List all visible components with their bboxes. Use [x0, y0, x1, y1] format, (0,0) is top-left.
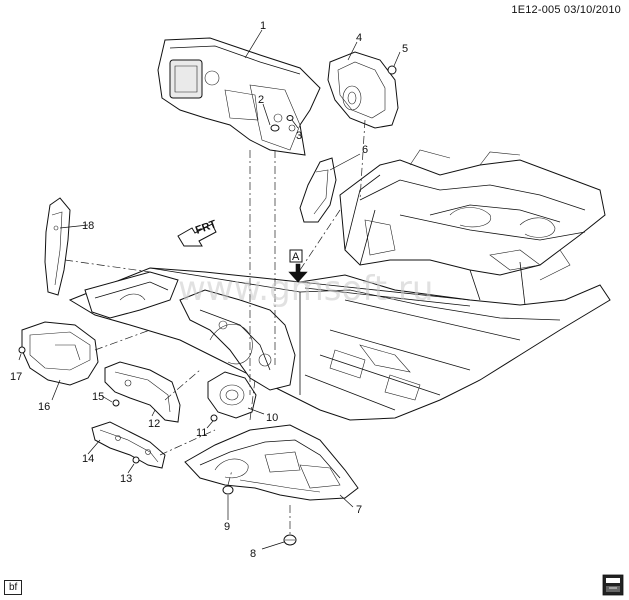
book-logo-icon	[602, 574, 624, 596]
part-12-bracket	[104, 361, 181, 423]
callout-1: 1	[260, 20, 266, 32]
part-8-clip	[283, 534, 297, 546]
callout-3: 3	[296, 130, 302, 142]
part-3-clip	[286, 115, 294, 121]
part-1-dash-insulator	[157, 37, 321, 156]
view-a-label: A	[292, 251, 300, 263]
part-17-clip	[18, 346, 26, 354]
part-5-clip	[387, 65, 397, 75]
part-18-strip	[44, 197, 71, 296]
callout-14: 14	[82, 453, 94, 465]
part-4-insulator	[327, 51, 399, 129]
callout-2: 2	[258, 94, 264, 106]
part-13-clip	[132, 456, 140, 464]
footer-tag: bf	[4, 580, 23, 595]
part-14-bracket	[91, 421, 166, 469]
callout-12: 12	[148, 418, 160, 430]
part-10-plate	[207, 371, 257, 419]
callout-10: 10	[266, 412, 278, 424]
floor-pan-assembly	[68, 149, 611, 421]
part-2-clip	[270, 124, 280, 132]
part-7-floor-insulator	[184, 424, 359, 501]
callout-5: 5	[402, 43, 408, 55]
callout-15: 15	[92, 391, 104, 403]
callout-4: 4	[356, 32, 362, 44]
doc-code: 1E12-005 03/10/2010	[511, 4, 621, 16]
watermark: www.gmsoft.ru	[178, 269, 433, 309]
callout-7: 7	[356, 504, 362, 516]
view-a-indicator: A	[288, 249, 308, 283]
part-15-clip	[112, 399, 120, 407]
callout-numbers: 1 2 3 4 5 6 7 8 9 10 11 12 13 14 15 16 1…	[10, 20, 408, 560]
callout-11: 11	[196, 427, 207, 439]
callout-leaders	[18, 29, 401, 550]
front-direction-indicator: FRT	[177, 218, 218, 247]
assembly-lines	[64, 119, 366, 535]
callout-16: 16	[38, 401, 50, 413]
part-11-clip	[210, 414, 218, 422]
part-6-pad	[299, 157, 337, 223]
callout-8: 8	[250, 548, 256, 560]
part-9-clip	[222, 485, 234, 495]
callout-9: 9	[224, 521, 230, 533]
callout-6: 6	[362, 144, 368, 156]
callout-13: 13	[120, 473, 132, 485]
part-16-insulator	[21, 321, 99, 386]
callout-17: 17	[10, 371, 22, 383]
callout-18: 18	[82, 220, 94, 232]
